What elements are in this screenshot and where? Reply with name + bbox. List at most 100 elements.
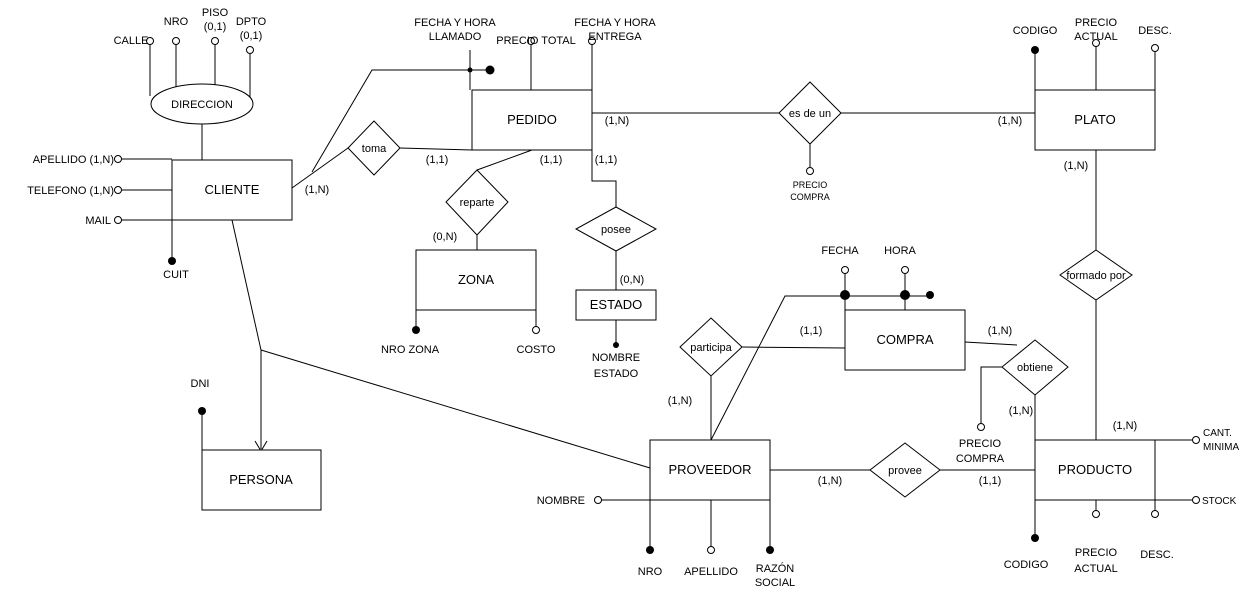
entity-cliente-label: CLIENTE [205,182,260,197]
attr-fecha-entrega-label-2: ENTREGA [588,31,642,43]
attr-fecha-llamado-marker [467,67,473,73]
line-cliente-persona [231,219,262,351]
attr-nombre-estado-label-2: ESTADO [594,368,639,380]
attr-desc-plato-marker [1151,44,1159,52]
attr-fecha-compra-marker [841,266,849,274]
attr-precio-total-marker [527,37,535,45]
attr-cuit-marker [168,257,176,265]
relationship-participa[interactable]: participa [679,317,743,377]
entity-zona-label: ZONA [458,272,494,287]
relationship-provee[interactable]: provee [869,442,941,498]
attr-mail-marker [114,216,122,224]
relationship-formado-por-label: formado por [1066,270,1126,282]
attr-codigo-prod-marker [1031,534,1039,542]
relationship-reparte[interactable]: reparte [445,169,509,236]
entity-plato[interactable]: PLATO [1034,89,1156,151]
card-compra-participa: (1,1) [800,325,823,337]
attr-piso-marker [211,37,219,45]
attr-nro-zona-label: NRO ZONA [381,344,440,356]
attr-precio-total-label: PRECIO TOTAL [496,35,575,47]
card-plato-formado: (1,N) [1064,160,1088,172]
attr-costo-marker [532,326,540,334]
attr-precio-compra-plato-marker [806,167,814,175]
attr-telefono-cli-label: TELEFONO (1,N) [27,185,114,197]
relationship-formado-por[interactable]: formado por [1059,249,1133,301]
attr-costo-label: COSTO [517,344,556,356]
attr-fecha-llamado-label-2: LLAMADO [429,31,482,43]
relationship-provee-label: provee [888,465,922,477]
entity-pedido-label: PEDIDO [507,112,557,127]
attr-apellido-cli-label: APELLIDO (1,N) [33,154,114,166]
relationship-toma[interactable]: toma [347,120,401,176]
attr-codigo-prod-label: CODIGO [1004,559,1049,571]
entity-estado[interactable]: ESTADO [575,289,657,321]
composite-direccion-label: DIRECCION [171,99,233,111]
attr-dpto-marker [246,46,254,54]
attr-nro-dir-marker [172,37,180,45]
entity-zona[interactable]: ZONA [415,249,537,311]
entity-plato-label: PLATO [1074,112,1115,127]
composite-attribute-direccion[interactable]: DIRECCION [150,83,254,125]
card-plato-esdeun: (1,N) [998,115,1022,127]
card-pedido-reparte: (1,1) [540,154,563,166]
line-proveedor-persona [260,349,651,469]
attr-precio-compra-prod-label-1: PRECIO [959,438,1002,450]
relationship-obtiene[interactable]: obtiene [1001,339,1069,396]
attr-apellido-cli-marker [114,155,122,163]
entity-proveedor-label: PROVEEDOR [668,462,751,477]
pedido-key-marker [485,65,495,75]
line-cliente-pedido-top [311,69,472,173]
attr-desc-prod-marker [1151,510,1159,518]
card-proveedor-provee: (1,N) [818,475,842,487]
attr-mail-label: MAIL [85,215,111,227]
attr-desc-prod-label: DESC. [1140,549,1174,561]
attr-fecha-entrega-marker [588,37,596,45]
attr-calle-marker [146,37,154,45]
line-pedido-posee [591,150,617,207]
attr-codigo-plato-label: CODIGO [1013,25,1058,37]
attr-nombre-estado-marker [613,342,619,348]
attr-precio-actual-plato-marker [1092,39,1100,47]
relationship-participa-label: participa [690,342,732,354]
entity-compra[interactable]: COMPRA [844,309,966,371]
relationship-reparte-label: reparte [460,197,495,209]
attr-nro-prov-label: NRO [638,566,663,578]
entity-persona-label: PERSONA [229,472,293,487]
relationship-posee[interactable]: posee [574,206,658,252]
compra-key-fecha-marker [840,290,850,300]
attr-stock-label: STOCK [1202,496,1237,507]
attr-piso-label-1: PISO [202,7,229,19]
attr-codigo-plato-marker [1031,46,1039,54]
entity-proveedor[interactable]: PROVEEDOR [649,439,771,501]
entity-persona[interactable]: PERSONA [201,449,322,511]
card-pedido-toma: (1,1) [426,154,449,166]
attr-precio-actual-prod-label-2: ACTUAL [1074,563,1117,575]
attr-precio-compra-plato-label-1: PRECIO [793,180,828,190]
card-estado-posee: (0,N) [620,274,644,286]
card-proveedor-participa: (1,N) [668,395,692,407]
relationship-es-de-un[interactable]: es de un [778,81,842,145]
relationship-obtiene-label: obtiene [1017,362,1053,374]
attr-nombre-prov-marker [594,496,602,504]
attribute-markers [114,37,1200,554]
attr-nro-dir-label: NRO [164,16,189,28]
attr-precio-actual-prod-marker [1092,510,1100,518]
attr-precio-actual-prod-label-1: PRECIO [1075,547,1118,559]
attr-stock-marker [1192,496,1200,504]
attr-dpto-label-1: DPTO [236,16,267,28]
entity-pedido[interactable]: PEDIDO [471,89,593,151]
entity-cliente[interactable]: CLIENTE [171,159,293,221]
compra-key-marker [926,291,934,299]
attr-telefono-cli-marker [114,186,122,194]
attr-apellido-prov-marker [707,546,715,554]
card-pedido-posee: (1,1) [595,154,618,166]
attr-piso-label-2: (0,1) [204,21,227,33]
relationship-es-de-un-label: es de un [789,108,831,120]
attr-razon-social-marker [766,546,774,554]
attr-nombre-estado-label-1: NOMBRE [592,352,640,364]
card-producto-formado: (1,N) [1113,420,1137,432]
entity-producto[interactable]: PRODUCTO [1034,439,1156,501]
attr-precio-actual-plato-label-2: ACTUAL [1074,31,1117,43]
attr-cant-minima-label-1: CANT. [1203,428,1232,439]
